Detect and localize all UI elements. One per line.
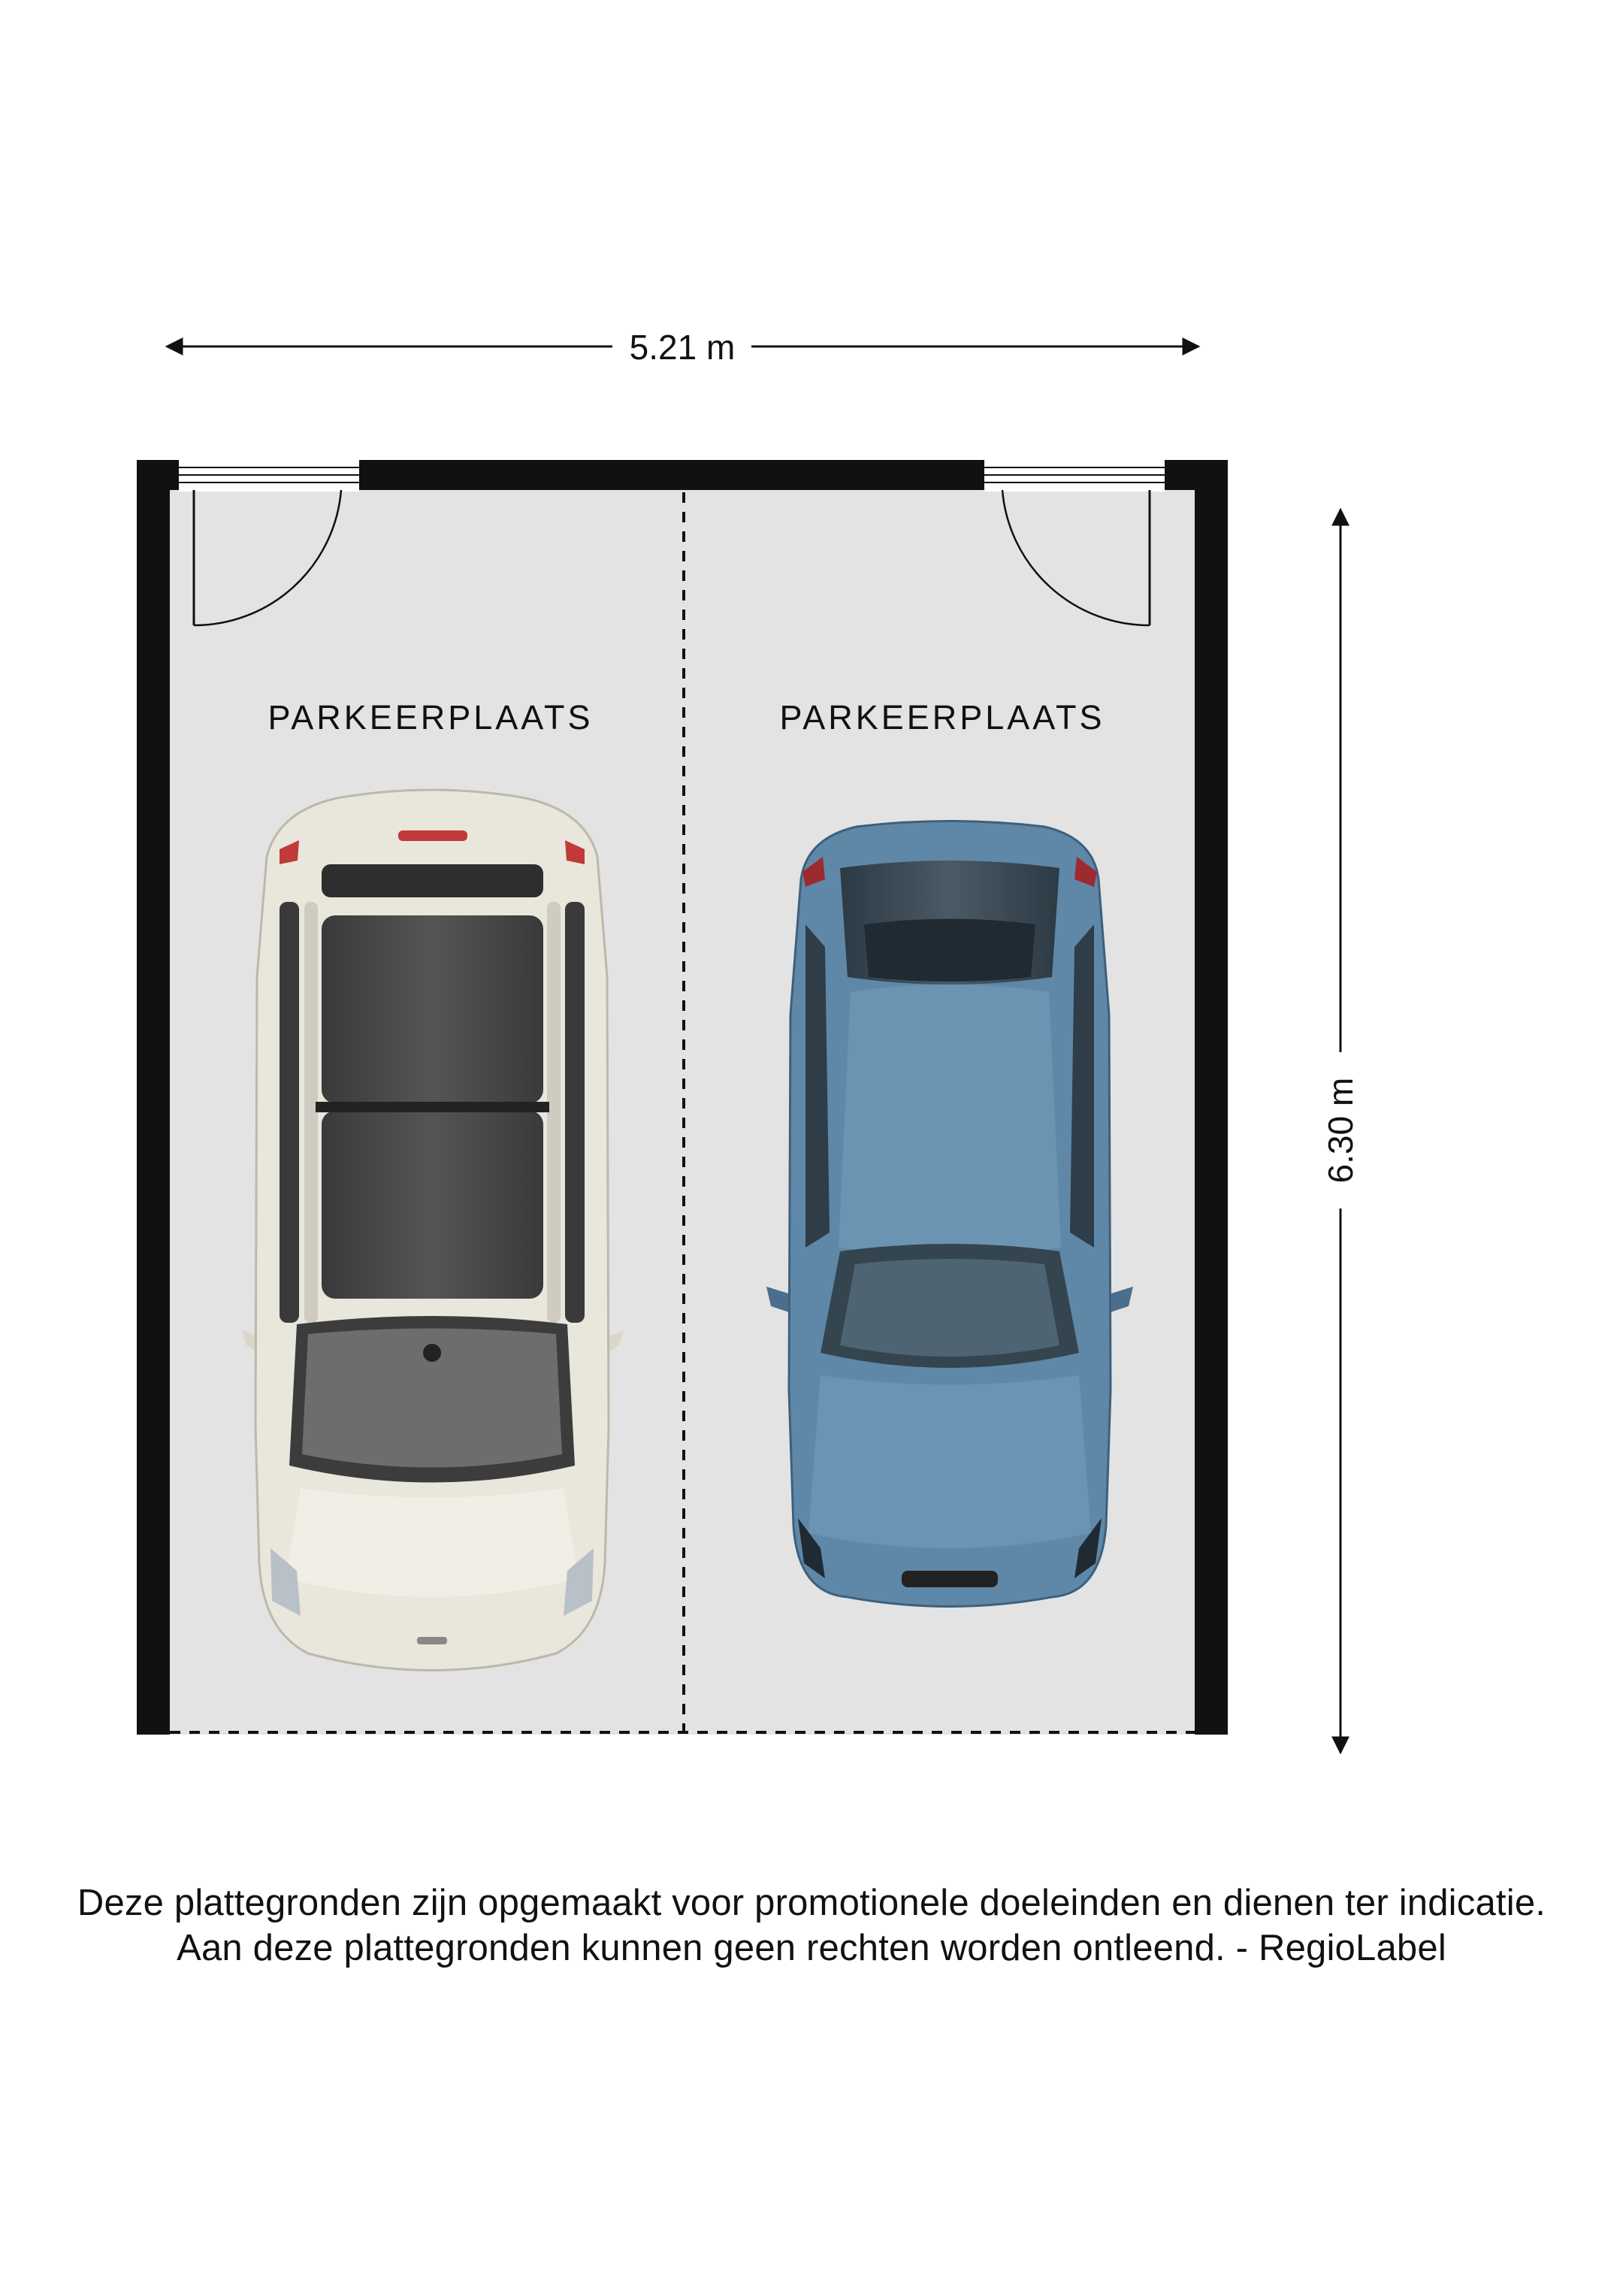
height-dimension: 6.30 m [1321,507,1360,1755]
door-left [179,458,359,627]
height-label: 6.30 m [1321,1078,1360,1184]
parking-space-label-left: PARKEERPLAATS [268,698,594,737]
disclaimer: Deze plattegronden zijn opgemaakt voor p… [0,1880,1623,1971]
door-right [984,458,1165,627]
car-left [242,788,624,1671]
width-label: 5.21 m [630,328,736,367]
parking-space-label-right: PARKEERPLAATS [780,698,1105,737]
disclaimer-line-1: Deze plattegronden zijn opgemaakt voor p… [77,1883,1546,1923]
width-dimension: 5.21 m [165,328,1201,367]
car-right [766,820,1133,1608]
disclaimer-line-2: Aan deze plattegronden kunnen geen recht… [177,1928,1446,1968]
